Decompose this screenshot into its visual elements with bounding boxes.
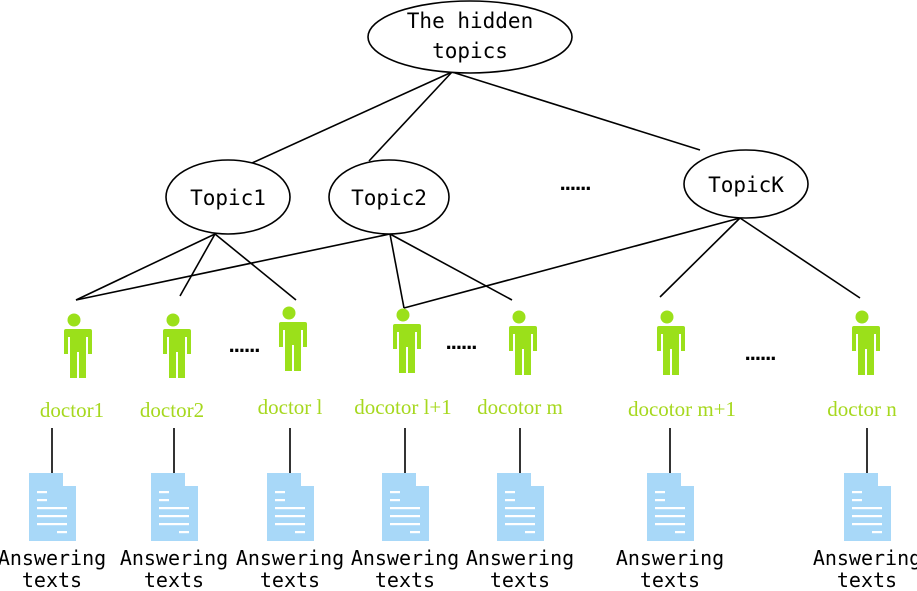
- edge-topicK-doctor-m1: [659, 217, 741, 298]
- topic-label: TopicK: [708, 173, 784, 197]
- document-icon: [497, 473, 544, 541]
- document-label-line2: texts: [640, 568, 700, 591]
- document-label-line2: texts: [837, 568, 897, 591]
- doctor-node-doctor2: doctor2: [140, 313, 204, 473]
- topic-ellipse: [165, 159, 291, 235]
- root-label-line2: topics: [432, 39, 508, 63]
- doctors: doctor1 doctor2 doctor l docotor l+1 docotor…: [40, 306, 897, 473]
- edge-topic2-doctor-m: [389, 233, 513, 301]
- edge-topic1-doctor1: [75, 233, 216, 301]
- root-label-line1: The hidden: [407, 9, 533, 33]
- person-icon: [58, 313, 92, 378]
- document-label-line1: Answering: [351, 546, 459, 570]
- edge-root-topicK: [451, 71, 701, 151]
- document-label-line1: Answering: [236, 546, 344, 570]
- document-icon: [267, 473, 314, 541]
- edge-topic2-doctor-l1: [389, 233, 405, 309]
- person-icon: [503, 310, 537, 375]
- doctor-label: doctor2: [140, 398, 204, 422]
- edge-root-topic2: [368, 71, 453, 162]
- document-icon: [151, 473, 198, 541]
- topic-node-1: Topic1: [165, 159, 291, 235]
- root-node: The hidden topics: [367, 0, 573, 74]
- doctor-label: doctor1: [40, 398, 104, 422]
- edge-topic1-doctor2: [179, 233, 216, 297]
- root-ellipse: [367, 0, 573, 74]
- edges: [75, 71, 861, 309]
- document-label-line2: texts: [375, 568, 435, 591]
- topic-label: Topic1: [190, 186, 266, 210]
- doctor-label: docotor m: [477, 395, 563, 419]
- doctor-ellipsis: ......: [446, 329, 477, 354]
- doctor-label: docotor l+1: [354, 395, 452, 419]
- person-icon: [651, 310, 685, 375]
- person-icon: [273, 306, 307, 371]
- doctor-label: doctor l: [258, 395, 323, 419]
- doctor-label: doctor n: [827, 397, 897, 421]
- document-label-line2: texts: [22, 568, 82, 591]
- document-label-line2: texts: [490, 568, 550, 591]
- person-icon: [157, 313, 191, 378]
- edge-root-topic1: [251, 71, 453, 164]
- document-label-line1: Answering: [813, 546, 917, 570]
- document-icon: [844, 473, 891, 541]
- doctor-node-doctor-m1: docotor m+1: [628, 310, 736, 473]
- edge-topic2-doctor1: [75, 233, 391, 301]
- doctor-node-doctor1: doctor1: [40, 313, 104, 473]
- document-label-line1: Answering: [466, 546, 574, 570]
- person-icon: [387, 308, 421, 373]
- topic-ellipsis: ......: [560, 170, 591, 195]
- documents: AnsweringtextsAnsweringtextsAnsweringtex…: [0, 473, 917, 591]
- doctor-node-doctor-m: docotor m: [477, 310, 563, 473]
- document-label-line1: Answering: [0, 546, 106, 570]
- doctor-ellipsis: ......: [745, 340, 776, 365]
- document-icon: [382, 473, 429, 541]
- document-label-line1: Answering: [120, 546, 228, 570]
- topic-node-k: TopicK: [683, 149, 809, 219]
- doctor-node-doctor-l1: docotor l+1: [354, 308, 452, 473]
- topic-node-2: Topic2: [328, 159, 450, 235]
- document-icon: [29, 473, 76, 541]
- doctor-ellipsis: ......: [229, 332, 260, 357]
- topic-ellipse: [683, 149, 809, 219]
- doctor-node-doctor-n: doctor n: [827, 310, 897, 473]
- doctor-node-doctor-l: doctor l: [258, 306, 323, 473]
- topic-ellipse: [328, 159, 450, 235]
- edge-topicK-doctor-l1: [403, 217, 741, 309]
- edge-topicK-doctor-n: [739, 217, 861, 299]
- edge-topic1-doctor-l: [214, 233, 297, 301]
- document-icon: [647, 473, 694, 541]
- document-label-line2: texts: [144, 568, 204, 591]
- document-label-line1: Answering: [616, 546, 724, 570]
- person-icon: [846, 310, 880, 375]
- doctor-label: docotor m+1: [628, 397, 736, 421]
- topic-label: Topic2: [351, 186, 427, 210]
- document-label-line2: texts: [260, 568, 320, 591]
